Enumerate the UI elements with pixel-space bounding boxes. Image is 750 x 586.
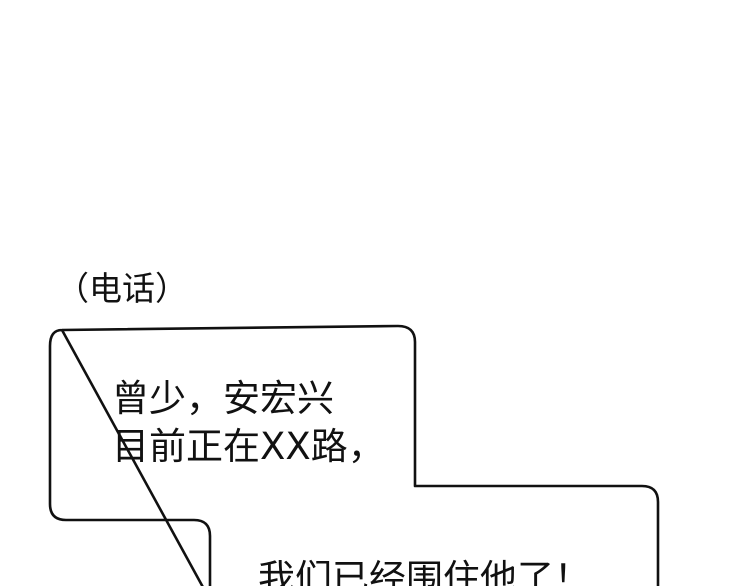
bubble-line-3: 我们已经围住他了！ [258, 557, 591, 586]
bubble-line-2: 目前正在XX路， [112, 425, 385, 468]
bubble-line-1: 曾少，安宏兴 [112, 377, 334, 420]
speech-bubble-outline [48, 324, 660, 586]
phone-caption: （电话） [56, 269, 188, 308]
